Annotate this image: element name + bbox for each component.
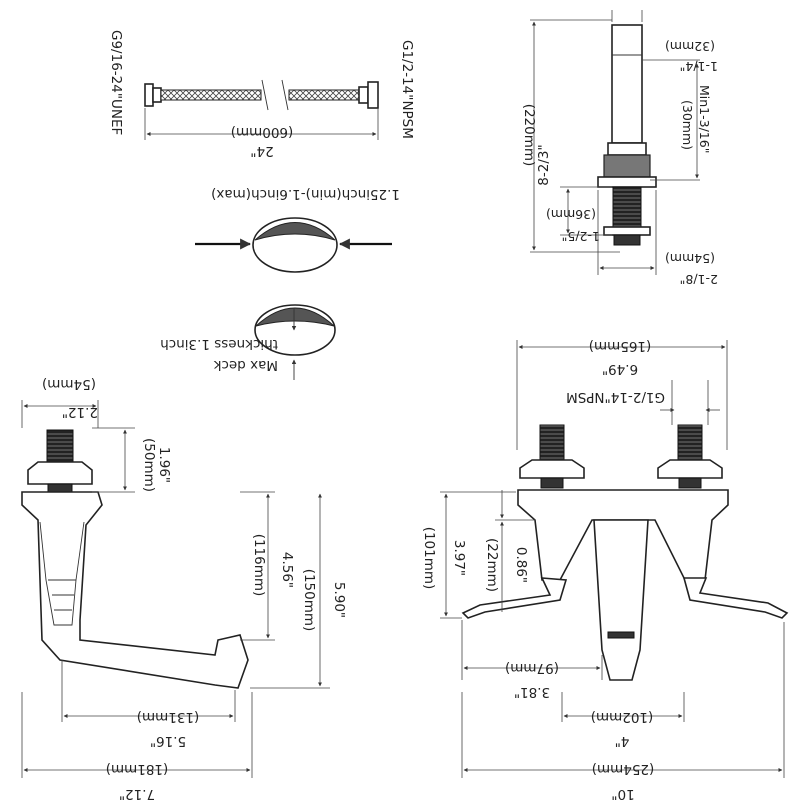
side-shank-mm: (50mm) xyxy=(141,438,157,492)
deck-thickness-note: 1.25inch(min)-1.6inch(max) thickness 1.3… xyxy=(160,186,400,380)
side-height1-in: 4.56" xyxy=(279,552,295,588)
front-height-in: 3.97" xyxy=(451,540,467,576)
spout-base-mm: (54mm) xyxy=(665,251,715,266)
thickness-label: thickness 1.3inch xyxy=(160,336,278,352)
front-thread-label: G1/2-14"NPSM xyxy=(566,389,665,405)
spout-top-mm: (32mm) xyxy=(665,39,715,54)
front-spacing-mm: (165mm) xyxy=(589,338,652,354)
spout-height-mm: (220mm) xyxy=(521,104,537,167)
front-offset-in: 0.86" xyxy=(513,547,529,583)
side-reach1-in: 5.16" xyxy=(150,733,186,749)
hose-braid-left xyxy=(160,89,262,101)
side-shank-in: 1.96" xyxy=(156,447,172,483)
front-spacing-in: 6.49" xyxy=(602,361,638,377)
supply-hose: 24" (600mm) G9/16-24"UNEF G1/2-14"NPSM xyxy=(108,30,415,159)
spout-assembly: (32mm) 1-1/4" 8-2/3" (220mm) Min1-3/16" … xyxy=(521,10,718,287)
spout-tube xyxy=(611,24,643,144)
spout-base-in: 2-1/8" xyxy=(680,272,718,287)
spout-shank-in: 1-2/5" xyxy=(562,229,600,244)
side-view: 2.12" (54mm) 1.96" (50mm) 4.56" (116mm) … xyxy=(21,376,347,800)
front-left-nut xyxy=(519,459,585,479)
side-reach2-mm: (181mm) xyxy=(106,761,169,777)
spout-collar xyxy=(607,142,647,156)
spout-height-in: 8-2/3" xyxy=(536,144,552,185)
side-threaded-shank xyxy=(46,429,74,463)
front-spout xyxy=(593,519,649,681)
spout-top-in: 1-1/4" xyxy=(680,59,718,74)
side-handle-body xyxy=(21,491,249,689)
spout-flange xyxy=(597,176,657,188)
side-reach2-in: 7.12" xyxy=(119,786,155,800)
front-spout-in: 3.81" xyxy=(514,684,550,700)
spout-upper-in: Min1-3/16" xyxy=(697,85,712,153)
side-height2-in: 5.90" xyxy=(331,582,347,618)
front-left-shank xyxy=(539,424,565,461)
spout-hex-nut xyxy=(603,154,651,178)
side-hex-nut xyxy=(27,461,93,485)
hose-right-thread-label: G1/2-14"NPSM xyxy=(399,40,415,139)
hose-right-ferrule xyxy=(358,86,369,104)
side-height1-mm: (116mm) xyxy=(251,534,267,597)
max-deck-top xyxy=(255,307,335,327)
front-overall-mm: (254mm) xyxy=(592,761,655,777)
spout-lock-nut xyxy=(613,234,641,246)
hose-braid-right xyxy=(288,89,360,101)
deck-range-top xyxy=(254,222,336,241)
front-right-lever xyxy=(682,577,789,619)
hose-break-left xyxy=(261,79,269,111)
spout-upper-mm: (30mm) xyxy=(680,100,695,150)
front-overall-in: 10" xyxy=(611,786,634,800)
spout-threaded-shank xyxy=(612,186,642,228)
spout-washer xyxy=(603,226,651,236)
hose-break-right xyxy=(281,79,289,111)
front-aerator xyxy=(607,631,635,639)
hose-left-ferrule xyxy=(152,87,162,103)
hose-left-nut xyxy=(144,83,154,107)
deck-range-label: 1.25inch(min)-1.6inch(max) xyxy=(211,186,400,202)
front-center-in: 4" xyxy=(615,733,630,749)
front-left-lever xyxy=(461,577,568,619)
hose-length-in: 24" xyxy=(250,143,273,159)
side-reach1-mm: (131mm) xyxy=(137,709,200,725)
front-offset-mm: (22mm) xyxy=(484,538,500,592)
side-width-mm: (54mm) xyxy=(42,376,96,392)
front-right-shank xyxy=(677,424,703,461)
hose-length-mm: (600mm) xyxy=(231,124,294,140)
max-deck-label: Max deck xyxy=(214,357,278,373)
hose-left-thread-label: G9/16-24"UNEF xyxy=(108,30,124,135)
front-view: 6.49" (165mm) G1/2-14"NPSM 3.97" (101mm)… xyxy=(421,338,789,800)
front-center-mm: (102mm) xyxy=(591,709,654,725)
side-height2-mm: (150mm) xyxy=(301,569,317,632)
front-spout-mm: (97mm) xyxy=(505,660,559,676)
front-right-nut xyxy=(657,459,723,479)
spout-shank-mm: (36mm) xyxy=(546,207,596,222)
hose-right-nut xyxy=(367,81,379,109)
side-width-in: 2.12" xyxy=(62,404,98,420)
front-height-mm: (101mm) xyxy=(421,527,437,590)
